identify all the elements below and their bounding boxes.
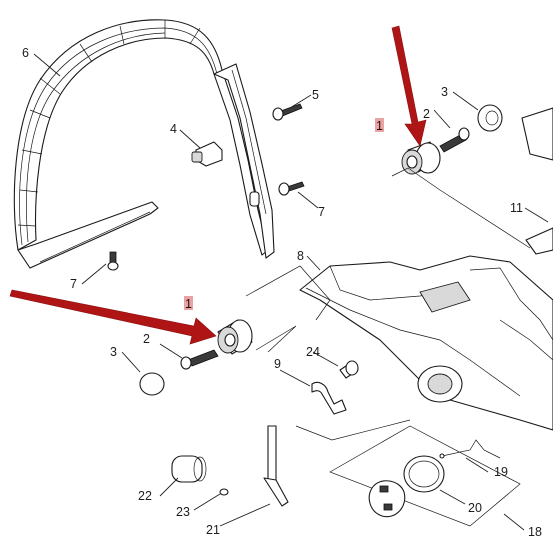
callout-label: 3 [110,345,117,359]
callout-label: 20 [468,501,482,515]
callout-11: 11 [510,201,523,215]
red-arrow-icon [391,25,427,147]
callout-2-lower: 2 [143,332,150,346]
callout-label: 19 [494,465,508,479]
callout-3-lower: 3 [110,345,117,359]
screw-part-2-lower [180,349,219,370]
callout-label: 5 [312,88,319,102]
callout-20: 20 [468,501,482,515]
filter-part [171,455,207,483]
callout-label: 7 [318,205,325,219]
callout-label: 2 [423,107,430,121]
callout-label: 6 [22,46,29,60]
callout-label: 8 [297,249,304,263]
hose-part [311,381,347,415]
callout-9: 9 [274,357,281,371]
screw-part-7-lower [107,251,119,271]
callout-22: 22 [138,489,152,503]
leader-lines [33,53,549,531]
washer-part-3-upper [477,104,503,132]
callout-label: 4 [170,122,177,136]
fuel-cap-group [329,425,521,527]
callout-label: 21 [206,523,220,537]
screw-part-7-upper [278,181,305,196]
callout-3-upper: 3 [441,85,448,99]
callout-1-lower: 1 [185,297,192,311]
callout-2-upper: 2 [423,107,430,121]
callout-24: 24 [306,345,320,359]
callout-7-upper: 7 [318,205,325,219]
pickup-tube-part [263,425,289,507]
av-buffer-part-1-upper [401,141,441,175]
callout-5: 5 [312,88,319,102]
av-buffer-part-1-lower [217,319,253,355]
callout-4: 4 [170,122,177,136]
callout-label: 23 [176,505,190,519]
stud-part [191,141,223,167]
callout-label: 1 [184,296,193,311]
tank-housing-part [299,107,553,431]
callout-label: 3 [441,85,448,99]
callout-label: 2 [143,332,150,346]
callout-7-lower: 7 [70,277,77,291]
callout-label: 1 [375,118,384,133]
callout-8: 8 [297,249,304,263]
small-ring-part [219,488,229,496]
callout-label: 24 [306,345,320,359]
callout-23: 23 [176,505,190,519]
callout-18: 18 [528,525,542,539]
washer-part-3-lower [139,372,165,396]
plug-part [339,360,359,379]
screw-part-5 [272,103,303,121]
callout-label: 9 [274,357,281,371]
screw-part-2-upper [439,127,470,153]
callout-label: 11 [510,201,523,215]
callout-19: 19 [494,465,508,479]
callout-label: 22 [138,489,152,503]
callout-6: 6 [22,46,29,60]
callout-1-upper: 1 [376,119,383,133]
callout-label: 7 [70,277,77,291]
callout-21: 21 [206,523,220,537]
handlebar-part [13,19,275,269]
callout-label: 18 [528,525,542,539]
red-arrow-icon [9,289,217,345]
